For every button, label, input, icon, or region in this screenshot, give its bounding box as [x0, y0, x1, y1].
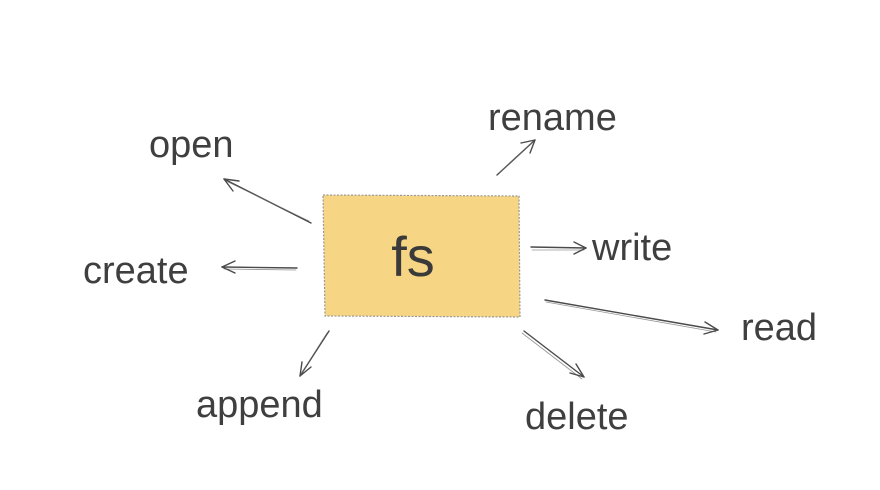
node-create: create — [83, 250, 189, 292]
node-open: open — [149, 124, 234, 166]
node-read: read — [741, 307, 817, 349]
arrow-delete — [521, 330, 585, 380]
node-delete: delete — [525, 396, 629, 438]
node-append: append — [196, 384, 323, 426]
node-rename: rename — [488, 97, 617, 139]
arrow-write — [530, 241, 587, 255]
arrow-append — [299, 330, 330, 377]
node-write: write — [591, 227, 672, 269]
arrow-open — [223, 178, 312, 224]
arrow-create — [221, 260, 298, 274]
center-label: fs — [391, 225, 435, 288]
arrow-read — [544, 299, 719, 335]
center-node: fs — [322, 194, 521, 318]
arrow-rename — [496, 139, 536, 176]
center-box — [322, 194, 521, 318]
